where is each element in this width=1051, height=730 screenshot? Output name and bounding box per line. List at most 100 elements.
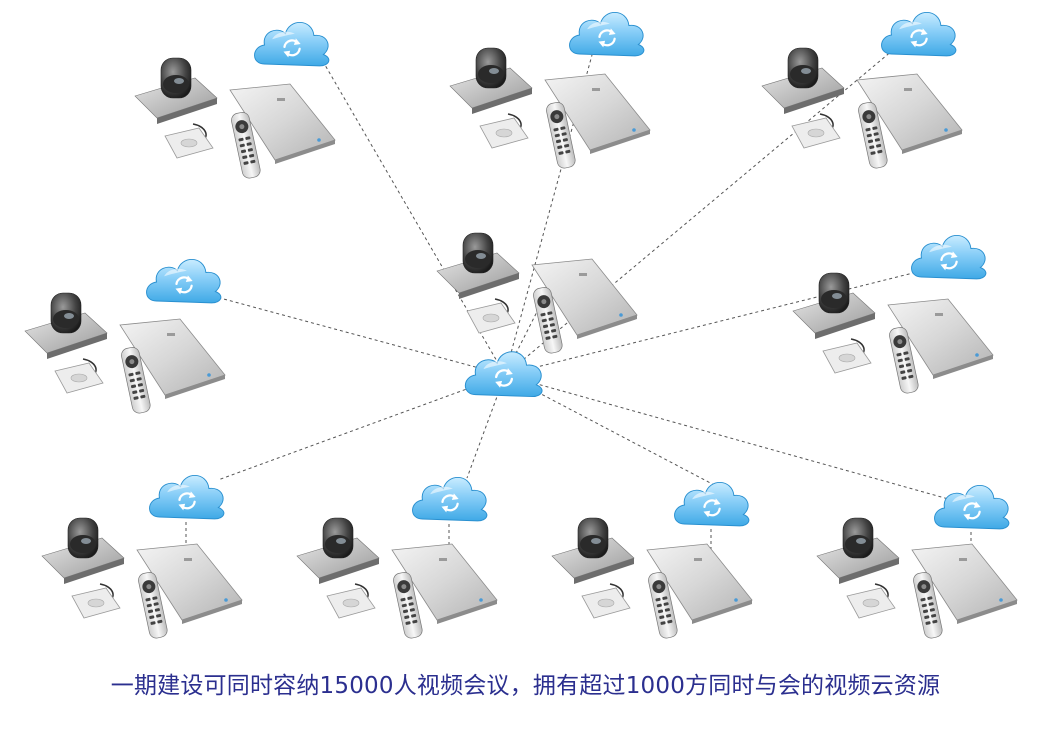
camera-base-edge <box>157 98 217 124</box>
node-bottom-4-endpoint <box>816 517 1018 639</box>
node-top-left-cloud <box>254 21 330 67</box>
link-node-bottom-1 <box>217 374 506 481</box>
remote-control-icon <box>393 572 423 639</box>
node-bottom-3-cloud <box>674 481 750 527</box>
brand-mark <box>935 313 943 316</box>
sync-cloud-icon <box>703 498 721 518</box>
node-top-center-cloud <box>569 11 645 57</box>
cloud-shape <box>911 234 987 280</box>
cloud-highlight <box>272 31 295 40</box>
lens-glint <box>801 68 811 74</box>
hub-cloud-group <box>464 351 543 398</box>
camera-base-edge <box>574 558 634 584</box>
brand-mark <box>904 88 912 91</box>
sync-cloud-icon <box>940 251 958 271</box>
cloud-shape <box>674 481 750 527</box>
cloud-highlight <box>483 361 507 370</box>
microphone-grille <box>597 598 615 608</box>
remote-control-icon <box>231 112 261 179</box>
brand-mark <box>167 333 175 336</box>
power-led <box>734 598 738 602</box>
node-top-right <box>761 11 963 169</box>
brand-mark <box>184 558 192 561</box>
lens-glint <box>489 68 499 74</box>
cloud-highlight <box>899 21 922 30</box>
node-middle-right-cloud <box>911 234 987 280</box>
node-middle-right-endpoint <box>792 272 994 394</box>
camera-base-edge <box>319 558 379 584</box>
power-led <box>619 313 623 317</box>
camera-lens <box>580 535 606 553</box>
sync-cloud-icon <box>910 28 928 48</box>
lens-glint <box>81 538 91 544</box>
camera-base-edge <box>47 333 107 359</box>
sync-cloud-icon <box>175 275 193 295</box>
codec-plate-edge <box>182 600 242 624</box>
node-bottom-1 <box>41 474 243 639</box>
brand-mark <box>959 558 967 561</box>
node-bottom-4 <box>816 484 1018 639</box>
power-led <box>944 128 948 132</box>
power-led <box>632 128 636 132</box>
diagram-caption: 一期建设可同时容纳15000人视频会议，拥有超过1000方同时与会的视频云资源 <box>110 673 941 699</box>
brand-mark <box>579 273 587 276</box>
sync-cloud-icon <box>178 491 196 511</box>
endpoint-nodes <box>24 11 1018 639</box>
camera-lens <box>163 75 189 93</box>
node-top-left-endpoint <box>134 57 336 179</box>
camera-base-edge <box>815 313 875 339</box>
power-led <box>317 138 321 142</box>
hub-cloud <box>464 351 543 398</box>
cloud-highlight <box>692 491 715 500</box>
node-top-left <box>134 21 336 179</box>
power-led <box>207 373 211 377</box>
node-center-endpoint <box>436 232 638 354</box>
camera-base-edge <box>459 273 519 299</box>
lens-glint <box>476 253 486 259</box>
link-node-middle-left <box>219 297 506 376</box>
codec-plate-edge <box>933 355 993 379</box>
cloud-highlight <box>167 484 190 493</box>
lens-glint <box>832 293 842 299</box>
codec-plate-edge <box>275 140 335 164</box>
codec-plate-edge <box>437 600 497 624</box>
camera-base-edge <box>472 88 532 114</box>
remote-control-icon <box>138 572 168 639</box>
link-node-bottom-3 <box>504 374 719 488</box>
microphone-grille <box>807 128 825 138</box>
node-bottom-2-endpoint <box>296 517 498 639</box>
remote-control-icon <box>121 347 151 414</box>
node-middle-left <box>24 258 226 414</box>
lens-glint <box>64 313 74 319</box>
link-node-bottom-4 <box>504 374 953 501</box>
microphone-grille <box>342 598 360 608</box>
node-bottom-2-cloud <box>412 476 488 522</box>
sync-cloud-icon <box>283 38 301 58</box>
node-bottom-1-endpoint <box>41 517 243 639</box>
power-led <box>975 353 979 357</box>
microphone-grille <box>87 598 105 608</box>
cloud-highlight <box>929 244 952 253</box>
microphone-grille <box>495 128 513 138</box>
node-bottom-2 <box>296 476 498 639</box>
microphone-grille <box>862 598 880 608</box>
brand-mark <box>694 558 702 561</box>
cloud-shape <box>149 474 225 520</box>
node-center <box>436 232 638 354</box>
node-middle-left-endpoint <box>24 292 226 414</box>
lens-glint <box>856 538 866 544</box>
cloud-highlight <box>587 21 610 30</box>
node-bottom-3-endpoint <box>551 517 753 639</box>
cloud-highlight <box>952 494 975 503</box>
camera-lens <box>325 535 351 553</box>
sync-cloud-icon <box>963 501 981 521</box>
camera-lens <box>465 250 491 268</box>
camera-lens <box>821 290 847 308</box>
camera-lens <box>478 65 504 83</box>
camera-lens <box>70 535 96 553</box>
lens-glint <box>174 78 184 84</box>
cloud-highlight <box>430 486 453 495</box>
node-top-right-cloud <box>881 11 957 57</box>
